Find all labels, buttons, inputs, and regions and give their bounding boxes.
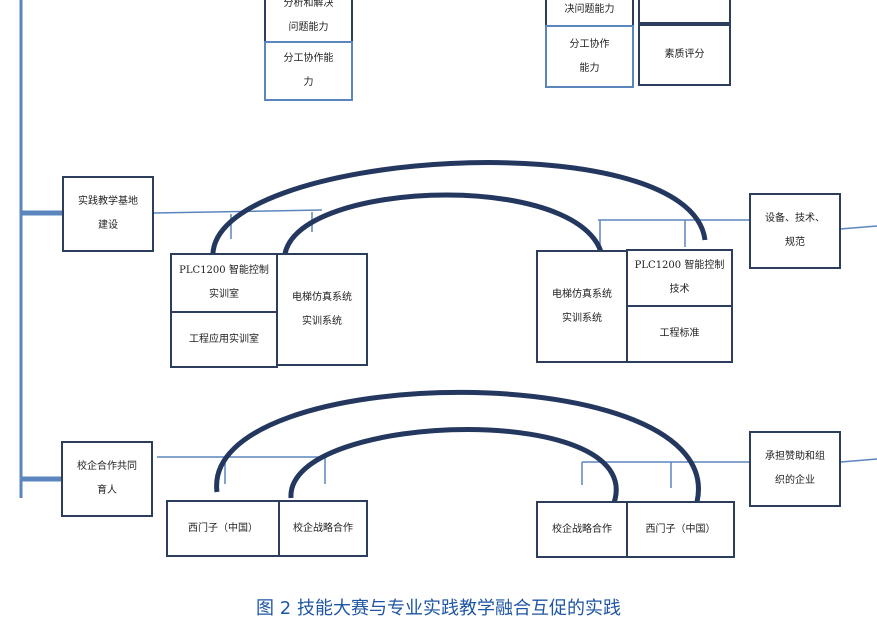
box-elevator-system-right: 电梯仿真系统 实训系统: [536, 250, 628, 363]
box-equipment-tech-spec: 设备、技术、 规范: [749, 193, 841, 269]
box-strategic-coop-right: 校企战略合作: [536, 501, 628, 558]
arc: [282, 192, 606, 276]
box-top-right-fragment: [638, 0, 731, 24]
box-teamwork-skill: 分工协作能 力: [264, 41, 353, 101]
box-engineering-lab: 工程应用实训室: [170, 311, 278, 368]
box-problem-solving: 决问题能力: [545, 0, 634, 27]
box-strategic-coop-left: 校企战略合作: [278, 500, 368, 557]
box-engineering-standard: 工程标准: [626, 305, 733, 363]
box-sponsor-enterprise: 承担赞助和组 织的企业: [749, 431, 841, 507]
connector: [152, 209, 323, 214]
figure-caption: 图 2 技能大赛与专业实践教学融合互促的实践: [256, 598, 621, 619]
box-plc-lab: PLC1200 智能控制 实训室: [170, 253, 278, 313]
arc: [214, 389, 701, 503]
connector: [840, 458, 877, 463]
arc: [210, 160, 708, 259]
box-teamwork-ability: 分工协作 能力: [545, 25, 634, 88]
arc: [288, 427, 619, 510]
box-quality-score: 素质评分: [638, 24, 731, 86]
connector: [839, 225, 877, 230]
box-practice-base: 实践教学基地 建设: [62, 176, 154, 252]
box-school-enterprise: 校企合作共同 育人: [61, 441, 153, 517]
box-plc-tech: PLC1200 智能控制 技术: [626, 249, 733, 307]
box-analysis-skill: 分析和解决 问题能力: [264, 0, 353, 44]
box-siemens-left: 西门子（中国）: [166, 500, 280, 557]
box-siemens-right: 西门子（中国）: [626, 501, 735, 558]
box-elevator-system-left: 电梯仿真系统 实训系统: [276, 253, 368, 366]
